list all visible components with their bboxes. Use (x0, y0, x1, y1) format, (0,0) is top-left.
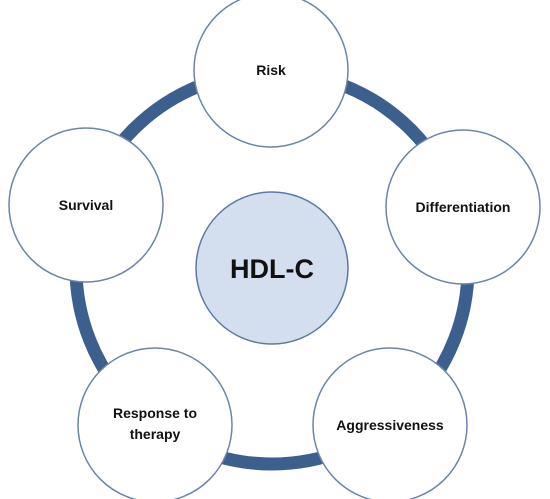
node-response-to-therapy-label-line2: therapy (130, 426, 181, 442)
center-node: HDL-C (195, 191, 349, 345)
node-survival-circle (8, 127, 164, 283)
node-differentiation-label: Differentiation (416, 199, 511, 215)
node-risk-circle (193, 0, 349, 148)
node-differentiation-circle (385, 129, 541, 285)
node-response-to-therapy-circle (77, 347, 233, 499)
node-aggressiveness: Aggressiveness (312, 347, 468, 499)
center-label: HDL-C (230, 254, 314, 284)
node-risk-label: Risk (256, 62, 286, 78)
node-risk: Risk (193, 0, 349, 148)
node-aggressiveness-circle (312, 347, 468, 499)
node-survival: Survival (8, 127, 164, 283)
center-circle (195, 191, 349, 345)
node-aggressiveness-label: Aggressiveness (336, 417, 444, 433)
node-survival-label: Survival (59, 197, 113, 213)
node-response-to-therapy: Response to therapy (77, 347, 233, 499)
node-differentiation: Differentiation (385, 129, 541, 285)
node-response-to-therapy-label-line1: Response to (113, 405, 197, 421)
